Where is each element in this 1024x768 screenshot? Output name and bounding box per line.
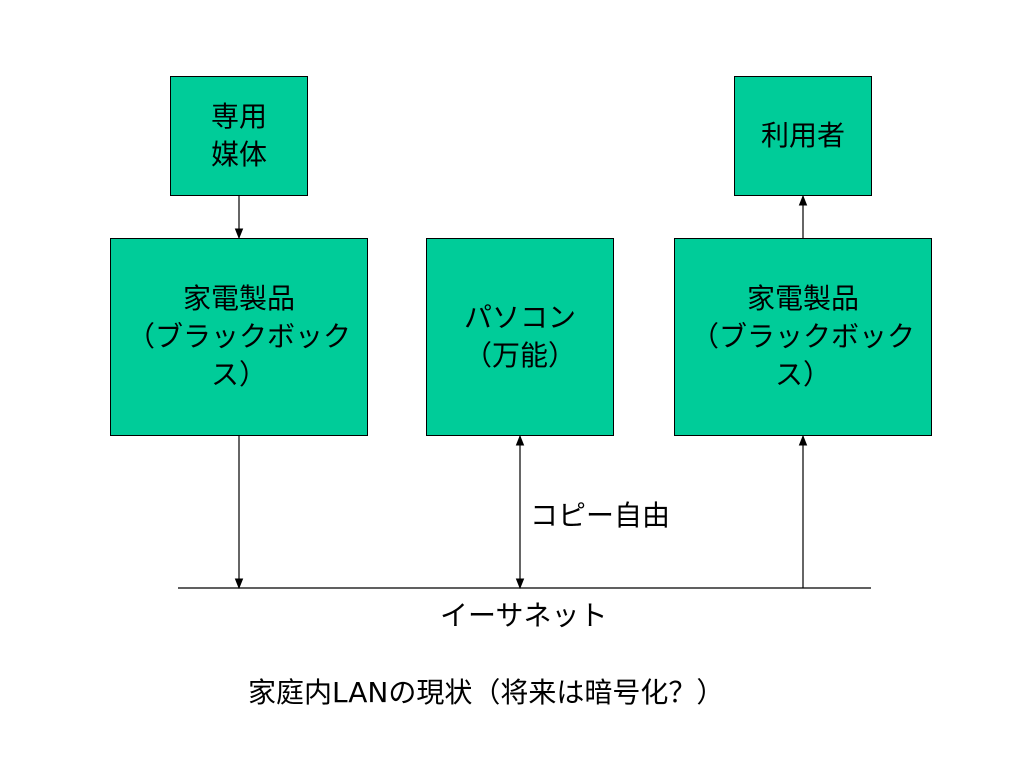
diagram-caption: 家庭内LANの現状（将来は暗号化？）	[248, 676, 725, 709]
user-box: 利用者	[734, 76, 872, 196]
appliance-blackbox-left: 家電製品 （ブラックボックス）	[110, 238, 368, 436]
ethernet-label: イーサネット	[440, 599, 608, 632]
pc-box: パソコン （万能）	[426, 238, 614, 436]
dedicated-media-box: 専用 媒体	[170, 76, 308, 196]
free-copy-label: コピー自由	[530, 499, 671, 532]
